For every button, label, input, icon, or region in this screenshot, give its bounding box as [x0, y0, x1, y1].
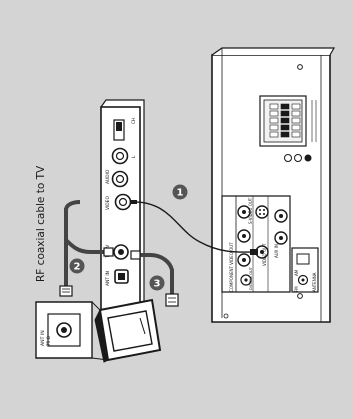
- speaker-terminal: [280, 124, 290, 131]
- s-video-jack: [255, 205, 269, 219]
- speaker-terminal: [269, 117, 279, 124]
- step-number-2: 2: [74, 262, 81, 273]
- rf-cable-label: RF coaxial cable to TV: [35, 165, 47, 282]
- modulator-label-ch: CH: [131, 118, 136, 124]
- audio-jack-l: [111, 147, 129, 165]
- speaker-terminal: [269, 124, 279, 131]
- label-s-video-out: S-VIDEO OUT: [248, 197, 253, 224]
- speaker-terminal: [291, 110, 301, 117]
- modulator-label-audio: AUDIO: [105, 169, 111, 184]
- tv-illustration: [91, 298, 162, 363]
- modulator-label-video: VIDEO: [105, 196, 111, 210]
- video-cable: [129, 201, 257, 253]
- step-badge-1: 1: [172, 184, 188, 200]
- step-badge-3: 3: [149, 275, 165, 291]
- step-number-1: 1: [177, 188, 184, 199]
- modulator-label-ant-in: ANT IN: [105, 271, 111, 286]
- video-in-jack: [114, 193, 132, 211]
- antenna-cable: [132, 253, 174, 296]
- label-digital-out: DIGITAL OUT: [249, 266, 253, 290]
- speaker-terminal: [269, 103, 279, 110]
- cables: [59, 200, 258, 307]
- speaker-terminal: [291, 131, 301, 138]
- label-aux-in: AUX IN: [274, 244, 279, 258]
- rf-modulator: CH L AUDIO VIDEO TO TV ANT IN: [100, 99, 145, 319]
- speaker-terminal: [291, 103, 301, 110]
- step-badge-2: 2: [69, 258, 85, 274]
- tv-antenna-label: ANT IN: [40, 330, 46, 346]
- video-output-block: [221, 195, 291, 293]
- label-am: AM: [294, 269, 299, 276]
- tv-antenna-sub: 75 Ω: [46, 335, 51, 346]
- speaker-terminal: [280, 131, 290, 138]
- label-antenna: ANTENNA: [312, 272, 317, 292]
- label-fm: FM: [294, 286, 299, 292]
- speaker-terminal: [280, 110, 290, 117]
- antenna-block: [291, 247, 319, 293]
- speaker-terminal: [291, 124, 301, 131]
- step-number-3: 3: [154, 279, 161, 290]
- audio-jack-r: [111, 170, 129, 188]
- modulator-label-l: L: [131, 155, 136, 158]
- speaker-terminal: [280, 117, 290, 124]
- label-video-out: VIDEO OUT: [262, 243, 267, 266]
- speaker-terminal: [269, 131, 279, 138]
- main-unit-rear-panel: COMPONENT VIDEO OUT S-VIDEO OUT VIDEO OU…: [211, 47, 336, 323]
- speaker-terminals: [259, 95, 317, 147]
- speaker-terminal: [291, 117, 301, 124]
- speaker-terminal: [280, 103, 290, 110]
- label-component-video-out: COMPONENT VIDEO OUT: [229, 242, 234, 292]
- speaker-terminal: [269, 110, 279, 117]
- tv-antenna-input: ANT IN 75 Ω: [35, 301, 93, 359]
